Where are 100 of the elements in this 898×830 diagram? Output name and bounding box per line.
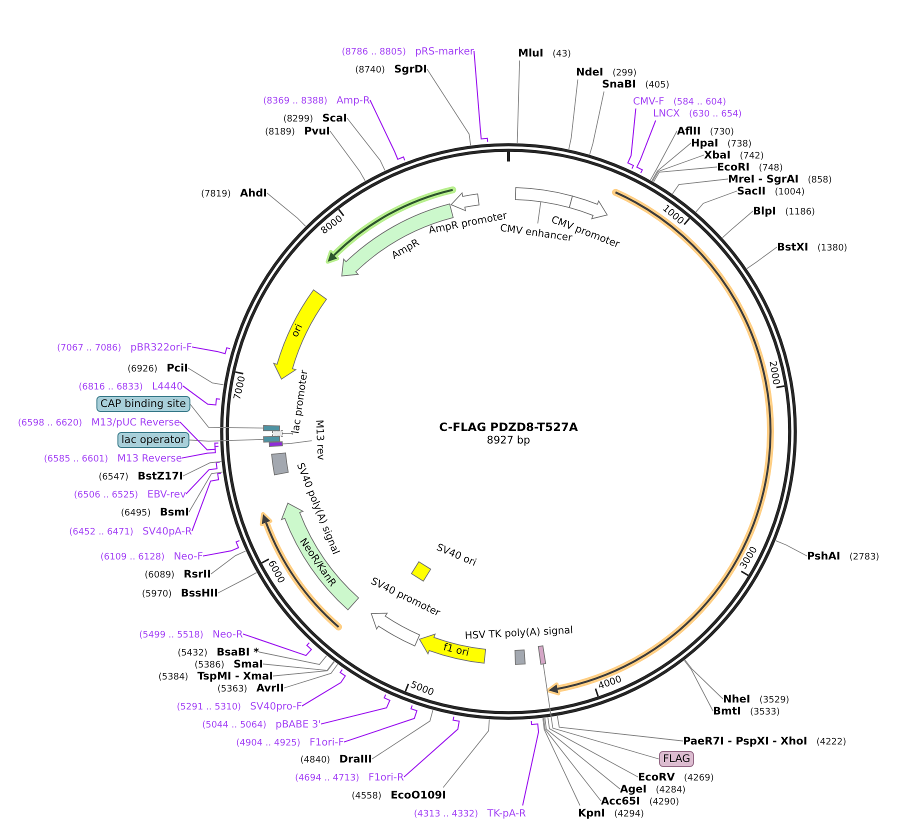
leader-line [282, 440, 312, 444]
restriction-site-label: EcoRI (748) [717, 160, 783, 174]
leader-line [210, 550, 246, 574]
feature-block [268, 441, 283, 447]
restriction-site-label: (6926) PciI [128, 360, 188, 376]
restriction-site-label: (8740) SgrDI [355, 62, 427, 76]
feature-label: M13 rev [312, 419, 326, 460]
restriction-site-label: XbaI (742) [704, 148, 764, 162]
restriction-site-label: (5384) TspMI - XmaI [158, 668, 273, 684]
leader-line [442, 719, 490, 788]
leader-line [651, 142, 692, 182]
leader-line [182, 461, 222, 476]
restriction-site-label: (8299) ScaI [283, 110, 347, 126]
scale-label: 2000 [766, 360, 781, 386]
primer-label: (5044 .. 5064) pBABE 3' [202, 716, 321, 732]
leader-line [344, 705, 418, 743]
leader-line [775, 540, 808, 556]
leader-line [180, 422, 218, 450]
plasmid-name: C-FLAG PDZD8-T527A [439, 420, 578, 434]
leader-line [650, 130, 678, 181]
feature-label: HSV TK poly(A) signal [464, 625, 574, 644]
restriction-site-label: (5970) BssHII [142, 586, 218, 600]
feature-tag: CAP binding site [96, 396, 190, 412]
leader-line [404, 716, 460, 778]
leader-line [258, 652, 328, 665]
primer-label: (6506 .. 6525) EBV-rev [74, 486, 186, 502]
restriction-site-label: (4558) EcoO109I [352, 788, 446, 802]
feature-block [263, 425, 280, 432]
leader-line [188, 368, 224, 386]
primer-label: LNCX (630 .. 654) [653, 106, 742, 120]
leader-line [652, 154, 704, 182]
restriction-site-label: NheI (3529) [723, 692, 790, 706]
primer-label: (6816 .. 6833) L4440 [78, 378, 183, 394]
leader-line [370, 100, 406, 160]
restriction-site-label: Acc65I (4290) [601, 794, 680, 808]
leader-line [684, 660, 714, 712]
leader-line [192, 346, 230, 354]
scale-label: 6000 [266, 558, 287, 586]
restriction-site-label: BmtI (3533) [713, 704, 780, 718]
feature-label: ori [290, 322, 306, 340]
restriction-site-label: MluI (43) [518, 46, 572, 60]
primer-label: CMV-F (584 .. 604) [633, 94, 726, 108]
restriction-site-label: AgeI (4284) [620, 782, 686, 796]
restriction-site-label: PshAI (2783) [807, 548, 880, 564]
primer-label: (8369 .. 8388) Amp-R [263, 92, 370, 108]
leader-line [684, 660, 724, 700]
leader-line [218, 572, 258, 594]
leader-line [653, 166, 718, 182]
primer-label: (5499 .. 5518) Neo-R [139, 626, 243, 642]
leader-line [266, 192, 306, 227]
leader-line [190, 404, 264, 429]
scale-label: 5000 [409, 679, 436, 699]
leader-line [696, 190, 738, 212]
leader-line [320, 694, 391, 725]
leader-line [191, 472, 222, 532]
leader-line [544, 717, 620, 790]
primer-label: (6598 .. 6620) M13/pUC Reverse [18, 414, 180, 430]
leader-line [672, 178, 728, 194]
leader-line [746, 246, 778, 270]
restriction-site-label: MreI - SgrAI (858) [728, 172, 832, 186]
restriction-site-label: (8189) PvuI [265, 124, 330, 138]
primer-label: (5291 .. 5310) SV40pro-F [176, 698, 302, 714]
leader-line [272, 661, 335, 676]
feature-block [538, 645, 546, 665]
restriction-site-label: NdeI (299) [576, 64, 637, 80]
restriction-site-label: BstXI (1380) [777, 240, 848, 254]
leader-line [188, 438, 264, 442]
feature-label: f1 ori [442, 642, 470, 660]
feature-block [514, 187, 573, 208]
primer-label: (7067 .. 7086) pBR322ori-F [57, 340, 192, 354]
leader-line [182, 386, 220, 406]
leader-line [522, 720, 540, 806]
feature-tag: lac operator [117, 432, 189, 448]
leader-line [426, 68, 472, 146]
primer-label: (4313 .. 4332) TK-pA-R [414, 806, 526, 820]
primer-label: (6452 .. 6471) SV40pA-R [69, 524, 192, 538]
restriction-site-label: (7819) AhdI [200, 186, 267, 200]
restriction-site-label: HpaI (738) [691, 136, 752, 150]
leader-line [182, 446, 218, 459]
leader-line [330, 130, 366, 182]
feature-tag: FLAG [659, 751, 694, 767]
primer-label: (6585 .. 6601) M13 Reverse [44, 450, 182, 466]
restriction-site-label: EcoRV (4269) [638, 770, 714, 784]
restriction-site-label: (5363) AvrII [217, 680, 284, 696]
leader-line [346, 118, 386, 171]
restriction-site-label: (4840) DraIII [300, 752, 372, 766]
leader-line [473, 50, 488, 142]
restriction-site-label: BlpI (1186) [753, 204, 816, 218]
leader-line [542, 718, 580, 806]
restriction-site-label: (5386) SmaI [194, 656, 263, 672]
scale-label: 4000 [596, 674, 623, 693]
leader-line [547, 717, 638, 778]
leader-line [568, 79, 578, 150]
restriction-site-label: SacII (1004) [737, 184, 805, 198]
leader-line [284, 664, 338, 688]
feature-label: lac promoter [290, 370, 311, 435]
restriction-site-label: SnaBI (405) [602, 76, 670, 92]
leader-line [542, 663, 660, 760]
restriction-site-label: (6495) BsmI [120, 504, 189, 520]
leader-line [589, 91, 604, 155]
